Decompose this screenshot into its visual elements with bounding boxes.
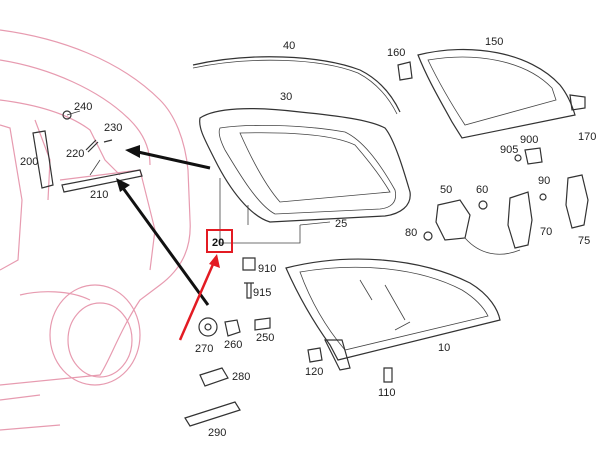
label-915: 915: [253, 287, 271, 299]
label-270: 270: [195, 343, 213, 355]
label-260: 260: [224, 339, 242, 351]
label-50: 50: [440, 184, 452, 196]
part-200-trim: [32, 130, 54, 189]
label-210: 210: [90, 189, 108, 201]
label-900: 900: [520, 134, 538, 146]
label-90: 90: [538, 175, 550, 187]
label-250: 250: [256, 332, 274, 344]
label-70: 70: [540, 226, 552, 238]
label-60: 60: [476, 184, 488, 196]
label-75: 75: [578, 235, 590, 247]
part-50-hinge: [435, 199, 471, 241]
label-290: 290: [208, 427, 226, 439]
label-10: 10: [438, 342, 450, 354]
highlight-arrow: [178, 254, 220, 341]
label-160: 160: [387, 47, 405, 59]
part-150-frame: [417, 48, 576, 139]
assembly-arrow-lower: [116, 178, 210, 306]
part-70-lock: [507, 191, 533, 249]
label-280: 280: [232, 371, 250, 383]
part-30-window-seal: [199, 108, 411, 223]
label-200: 200: [20, 156, 38, 168]
label-25: 25: [335, 218, 347, 230]
part-210-strip: [61, 169, 143, 193]
part-270-grommet: [198, 317, 218, 337]
label-110: 110: [378, 387, 396, 399]
car-body-outline: [0, 29, 191, 431]
label-80: 80: [405, 227, 417, 239]
label-910: 910: [258, 263, 276, 275]
label-240: 240: [74, 101, 92, 113]
label-905: 905: [500, 144, 518, 156]
label-150: 150: [485, 36, 503, 48]
highlight-box-20: [206, 229, 233, 253]
label-230: 230: [104, 122, 122, 134]
label-30: 30: [280, 91, 292, 103]
label-220: 220: [66, 148, 84, 160]
part-280-clip: [199, 367, 229, 387]
label-40: 40: [283, 40, 295, 52]
label-20: 20: [212, 237, 224, 249]
assembly-arrow-upper: [125, 145, 211, 170]
part-40-roof-strip: [192, 56, 401, 113]
label-120: 120: [305, 366, 323, 378]
part-290-clip-strip: [184, 401, 241, 427]
part-75-latch: [565, 174, 589, 229]
part-10-quarter-glass: [285, 258, 501, 371]
label-170: 170: [578, 131, 596, 143]
